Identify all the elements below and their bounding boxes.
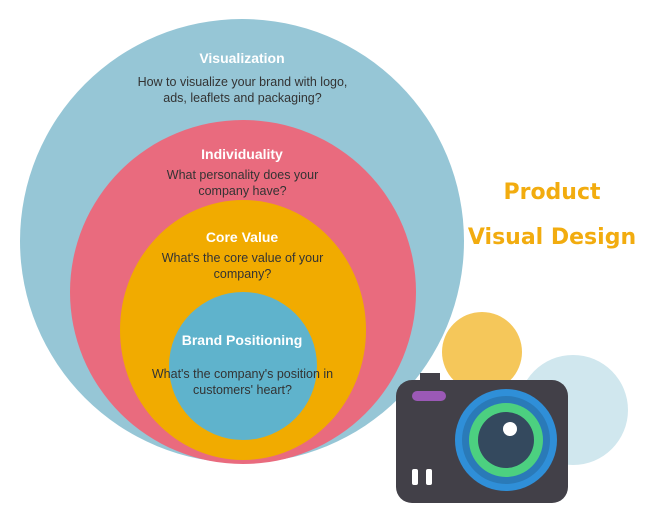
individuality-desc: What personality does your company have? xyxy=(166,168,319,198)
brand-positioning-desc: What's the company's position in custome… xyxy=(151,367,334,397)
individuality-title: Individuality xyxy=(201,146,283,162)
heading-line2: Visual Design xyxy=(467,225,637,250)
visualization-title: Visualization xyxy=(199,50,285,66)
heading-line1: Product xyxy=(503,180,601,205)
visualization-desc: How to visualize your brand with logo, a… xyxy=(137,75,348,105)
core-value-title: Core Value xyxy=(205,229,279,245)
brand-positioning-title: Brand Positioning xyxy=(181,332,303,348)
camera-icon xyxy=(396,373,568,503)
core-value-desc: What's the core value of your company? xyxy=(161,251,324,281)
ring-brand-positioning xyxy=(169,292,317,440)
deco-yellow-circle xyxy=(442,312,522,392)
